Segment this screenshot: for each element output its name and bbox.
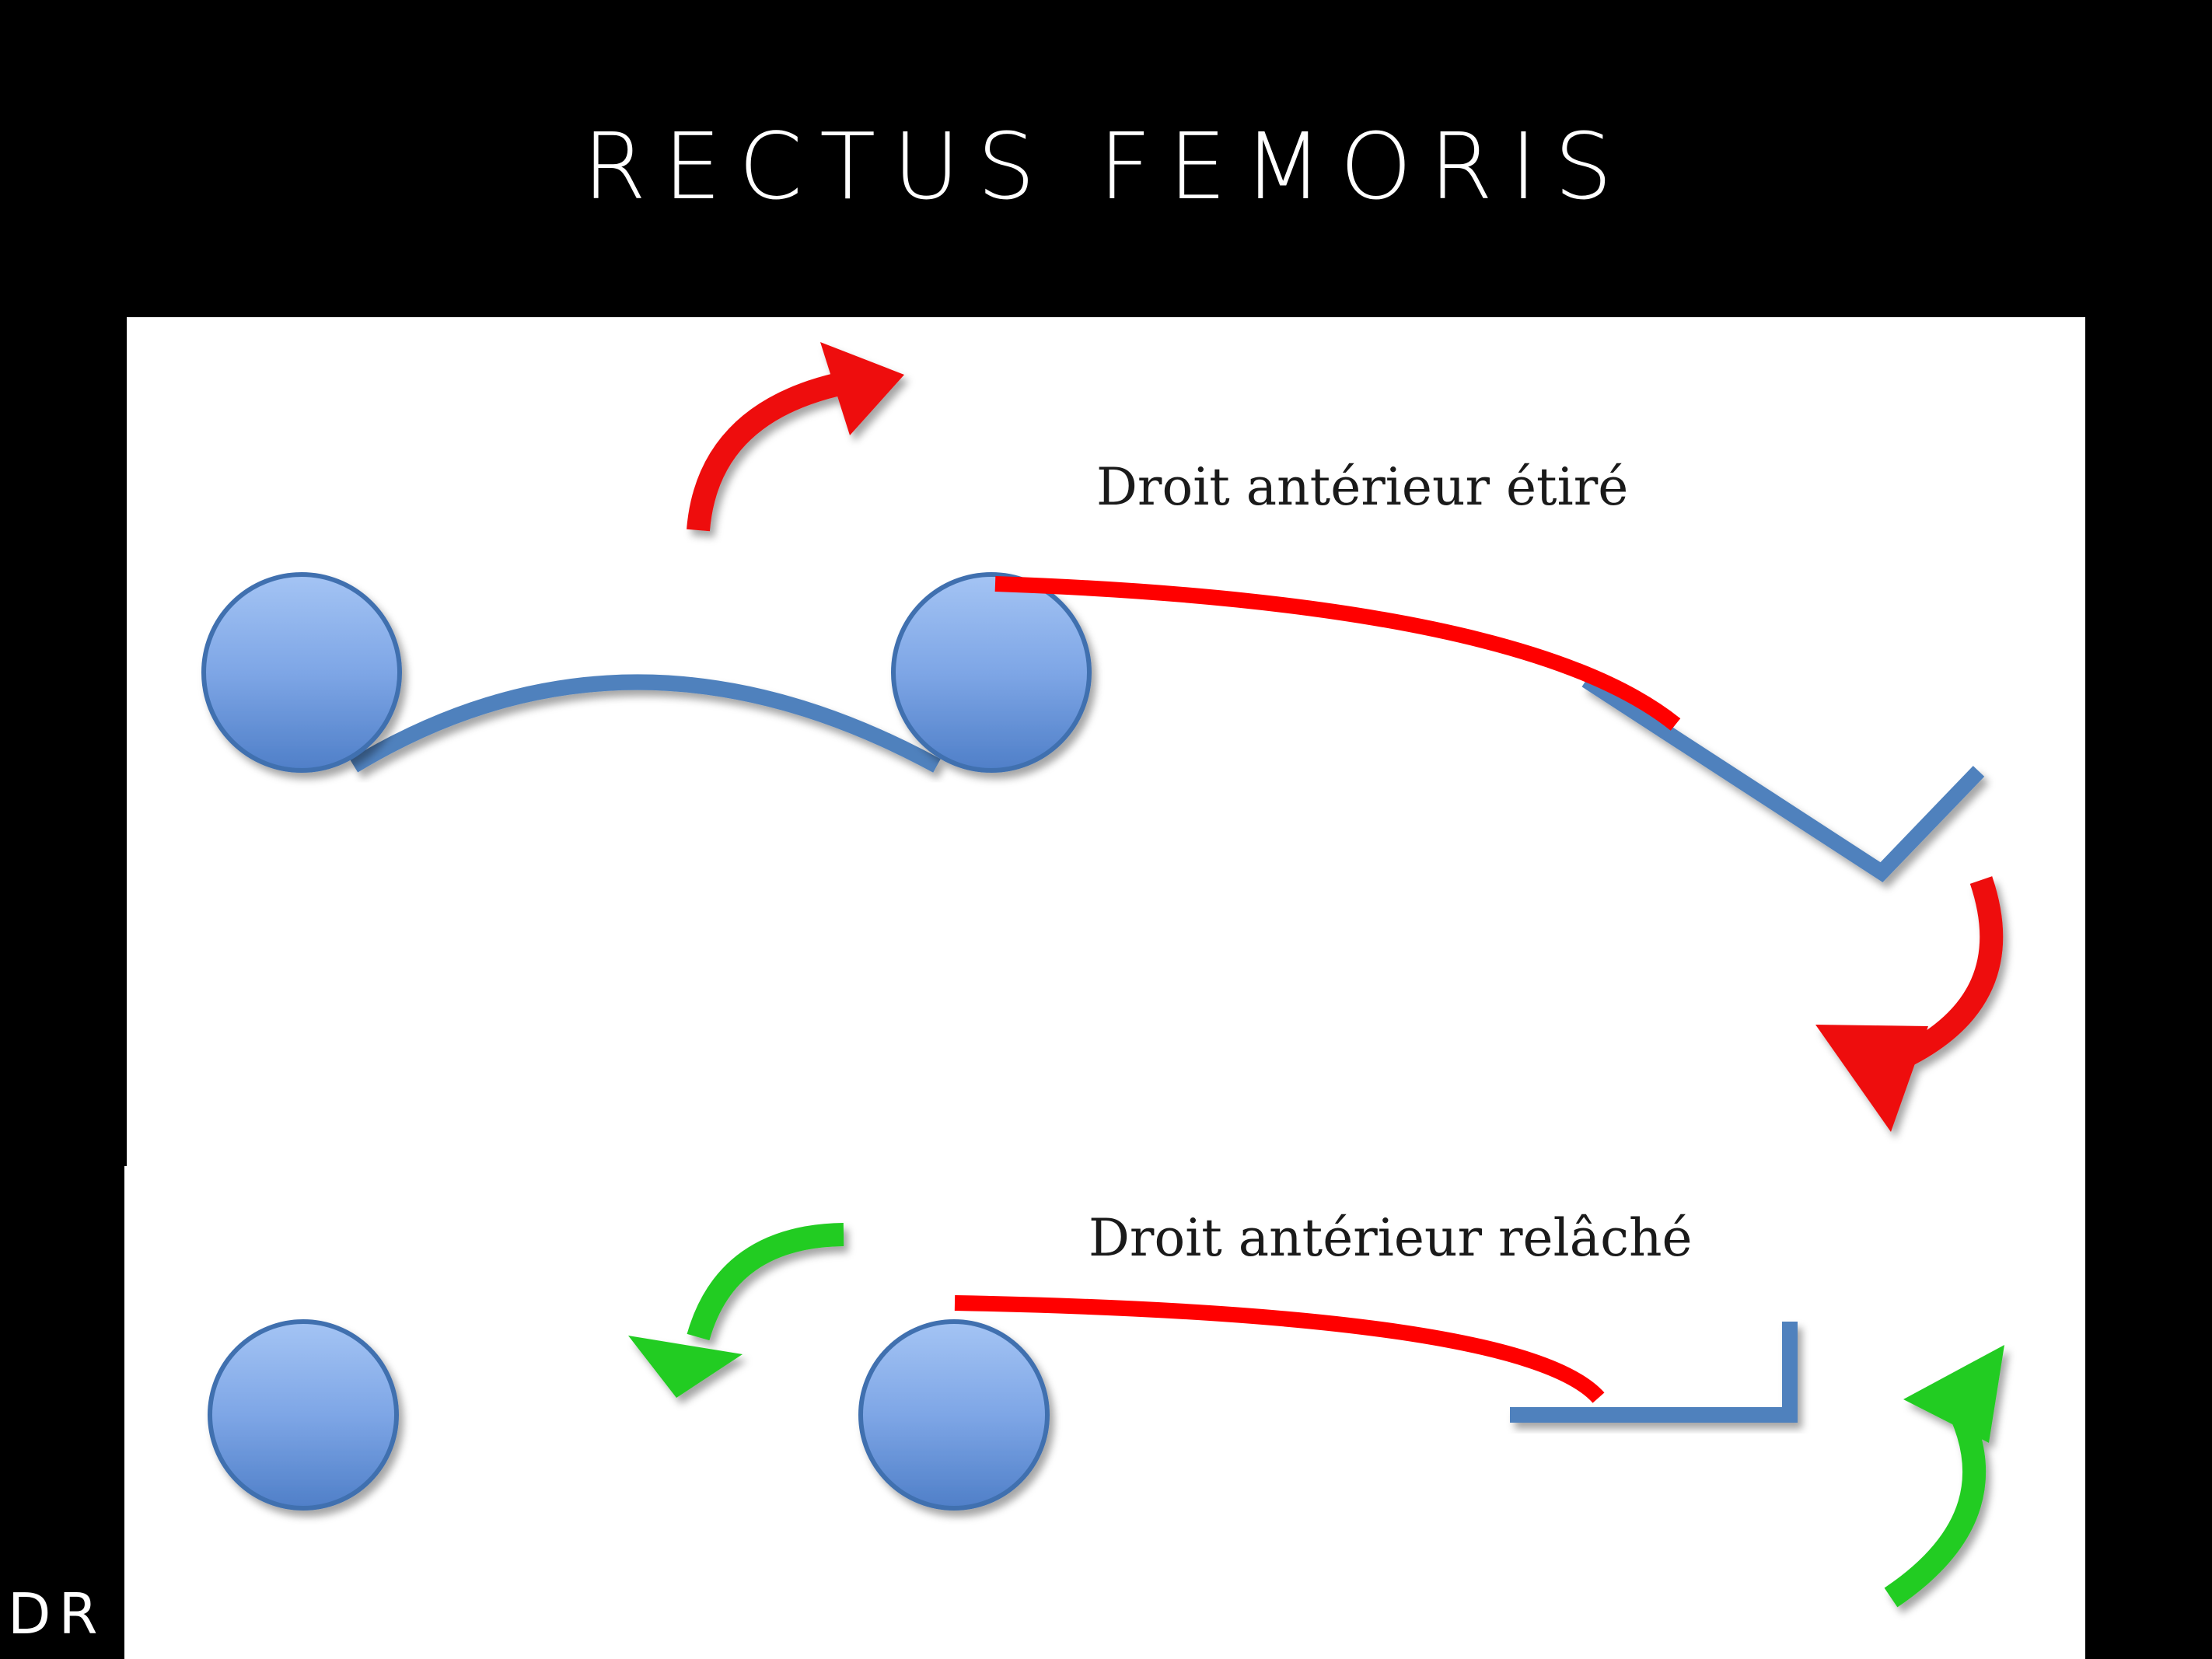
- green-arrow-foot-icon: [1884, 1345, 2004, 1608]
- stretched-configuration: [201, 342, 2004, 1132]
- muscle-stretched: [994, 576, 1681, 731]
- hip-joint-top: [201, 572, 402, 773]
- red-arrow-hip-icon: [687, 342, 904, 532]
- diagram-panel-top: [127, 317, 2085, 1168]
- slide-title: RECTUS FEMORIS: [582, 113, 1630, 220]
- relaxed-label: Droit antérieur relâché: [1089, 1208, 1693, 1268]
- muscle-relaxed: [954, 1295, 1605, 1403]
- green-arrow-hip-icon: [628, 1223, 844, 1398]
- red-arrow-knee-icon: [1815, 876, 2004, 1132]
- credit-text: DR: [8, 1581, 106, 1647]
- pelvis-curve-top: [349, 674, 941, 773]
- tibia-foot-top: [1581, 673, 1985, 882]
- stretched-label: Droit antérieur étiré: [1096, 457, 1629, 517]
- tibia-foot-bottom: [1510, 1322, 1798, 1423]
- relaxed-configuration: [208, 1223, 2004, 1608]
